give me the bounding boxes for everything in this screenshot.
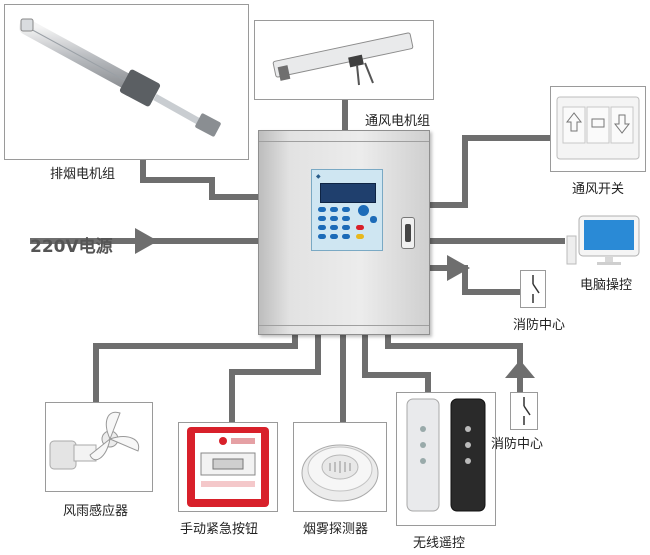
manual-button-image	[178, 422, 278, 512]
fire-center-2-switch	[510, 392, 538, 430]
power-label: 220V电源	[30, 237, 113, 257]
cabinet-handle[interactable]	[401, 217, 415, 249]
anemometer-icon	[49, 411, 140, 470]
keypad-key[interactable]	[330, 234, 338, 239]
pc-label: 电脑操控	[580, 278, 633, 293]
keypad-key[interactable]	[342, 216, 350, 221]
monitor-icon	[566, 215, 640, 265]
arrow-icon	[447, 255, 470, 281]
keypad-key[interactable]	[318, 234, 326, 239]
wireless-remote-label: 无线遥控	[413, 536, 466, 551]
switch-panel-icon	[556, 96, 640, 160]
wind-rain-sensor-image	[45, 402, 153, 492]
smoke-motor-label: 排烟电机组	[50, 167, 116, 182]
lcd-screen	[320, 183, 376, 203]
pc-image	[565, 212, 645, 268]
manual-button-label: 手动紧急按钮	[180, 522, 259, 537]
keypad-key[interactable]	[370, 216, 377, 223]
keypad-key[interactable]	[318, 216, 326, 221]
keypad-key[interactable]	[342, 234, 350, 239]
keypad	[318, 205, 378, 241]
relay-switch-icon	[532, 275, 540, 303]
wire-fire-center-2	[385, 335, 523, 392]
wire-wind-sensor	[93, 335, 298, 402]
fire-center-2-label: 消防中心	[491, 437, 544, 452]
cabinet-edge	[259, 325, 429, 326]
arrow-icon	[135, 228, 158, 254]
smoke-detector-image	[293, 422, 387, 512]
smoke-detector-icon	[301, 444, 379, 502]
smoke-detector-label: 烟雾探测器	[303, 522, 369, 537]
wire-vent-switch	[430, 135, 550, 208]
wire-fire-center-1	[430, 265, 520, 295]
vent-switch-image	[550, 86, 646, 172]
keypad-key[interactable]	[356, 225, 364, 230]
keypad-key[interactable]	[318, 225, 326, 230]
alarm-button-icon	[187, 427, 269, 507]
arrow-icon	[505, 360, 535, 378]
keypad-key[interactable]	[330, 225, 338, 230]
keypad-key[interactable]	[330, 207, 338, 212]
fire-center-1-label: 消防中心	[513, 318, 566, 333]
vent-motor-image	[254, 20, 434, 100]
wireless-remote-image	[396, 392, 496, 526]
linear-actuator-icon	[19, 18, 221, 137]
relay-switch-icon	[523, 397, 531, 425]
brand-mark: ◆	[316, 173, 321, 180]
fire-center-1-switch	[520, 270, 546, 308]
control-panel: ◆	[311, 169, 383, 251]
wire-remote	[362, 335, 431, 392]
cabinet-edge	[259, 141, 429, 142]
remote-control-icon	[406, 398, 486, 512]
keypad-key[interactable]	[342, 207, 350, 212]
keypad-key[interactable]	[342, 225, 350, 230]
vent-switch-label: 通风开关	[572, 182, 625, 197]
vent-motor-label: 通风电机组	[365, 114, 431, 129]
keypad-key[interactable]	[318, 207, 326, 212]
wire-manual-button	[229, 335, 321, 422]
keypad-key[interactable]	[358, 205, 369, 216]
wind-rain-sensor-label: 风雨感应器	[63, 504, 129, 519]
handle-slot	[405, 224, 411, 242]
wire-smoke-motor	[140, 160, 258, 200]
window-chain-actuator-icon	[272, 32, 414, 86]
keypad-key[interactable]	[330, 216, 338, 221]
smoke-motor-image	[4, 4, 249, 160]
keypad-key[interactable]	[356, 234, 364, 239]
control-cabinet: ◆	[258, 130, 430, 335]
